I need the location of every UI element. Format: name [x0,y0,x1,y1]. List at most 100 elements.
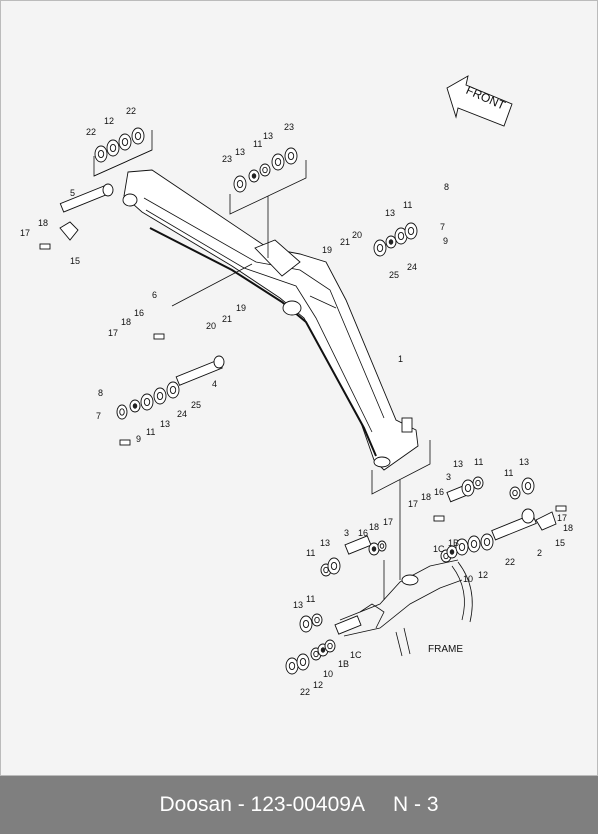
callout-label: 3 [344,528,349,538]
callout-label: 13 [519,457,529,467]
callout-label: 13 [385,208,395,218]
washer-hole [97,149,105,159]
callout-label: 17 [408,499,418,509]
callout-label: 22 [505,557,515,567]
callout-label: 18 [38,218,48,228]
footer-bar: Doosan - 123-00409A N - 3 [0,776,598,834]
callout-label: 22 [126,106,136,116]
callout-label: 13 [453,459,463,469]
washer-hole [475,479,481,487]
washer-hole [119,408,125,416]
callout-label: 1 [398,354,403,364]
washer-hole [121,137,129,147]
callout-label: 9 [443,236,448,246]
callout-label: 13 [263,131,273,141]
washer-hole [109,143,117,153]
washer-hole [262,166,268,174]
callout-label: 8 [98,388,103,398]
washer-hole [236,179,244,189]
callout-label: 24 [177,409,187,419]
washer-hole [464,483,472,493]
washer-hole [330,561,338,571]
callout-label: 24 [407,262,417,272]
washer-hole [320,647,326,653]
callout-label: 18 [121,317,131,327]
washer-hole [512,489,518,497]
washer-hole [299,657,307,667]
callout-label: 12 [104,116,114,126]
callout-label: 13 [235,147,245,157]
footer-text: Doosan - 123-00409A N - 3 [159,793,439,816]
callout-label: 12 [313,680,323,690]
washer-hole [388,239,394,245]
callout-label: 11 [403,200,412,210]
callout-numbers: 2212225181715231311132381311792120192524… [20,106,573,697]
washers-and-bolts [39,127,567,675]
washer-hole [323,566,329,574]
front-arrow-icon: FRONT [446,75,513,127]
callout-label: 20 [206,321,216,331]
callout-label: 23 [222,154,232,164]
callout-label: 19 [236,303,246,313]
callout-label: 17 [108,328,118,338]
pin-2 [491,508,557,541]
washer-hole [132,403,138,409]
washer-hole [458,542,466,552]
washer-hole [379,543,385,549]
callout-label: 15 [555,538,565,548]
callout-label: 4 [212,379,217,389]
callout-label: 11 [306,594,315,604]
bolt-icon [153,333,165,340]
frame-assembly: FRAME [339,559,473,657]
washer-hole [288,661,296,671]
callout-label: 25 [191,400,201,410]
callout-label: 9 [136,434,141,444]
washer-hole [134,131,142,141]
washer-hole [156,391,164,401]
callout-label: 15 [70,256,80,266]
washer-hole [483,537,491,547]
callout-label: 2 [537,548,542,558]
callout-label: 11 [146,427,155,437]
callout-label: 22 [300,687,310,697]
callout-label: 8 [444,182,449,192]
washer-hole [371,546,377,552]
callout-label: 16 [358,528,368,538]
washer-hole [524,481,532,491]
washer-hole [449,549,455,555]
bolt-icon [39,243,51,250]
washer-hole [314,616,320,624]
bolt-icon [433,515,445,522]
callout-label: 18 [421,492,431,502]
washer-hole [143,397,151,407]
callout-label: 13 [160,419,170,429]
callout-label: 19 [322,245,332,255]
callout-label: 20 [352,230,362,240]
washer-hole [397,231,405,241]
washer-hole [313,650,319,658]
washer-hole [470,539,478,549]
washer-hole [407,226,415,236]
callout-label: 13 [293,600,303,610]
washer-hole [251,173,257,179]
bolt-icon [119,439,131,446]
washer-hole [169,385,177,395]
washer-hole [327,642,333,650]
callout-label: 10 [463,574,473,584]
callout-label: 7 [440,222,445,232]
callout-label: 3 [446,472,451,482]
callout-label: 1C [350,650,362,660]
callout-label: 23 [284,122,294,132]
frame-label: FRAME [428,644,463,655]
callout-label: 25 [389,270,399,280]
callout-label: 1C [433,544,445,554]
callout-label: 11 [253,139,262,149]
washer-hole [302,619,310,629]
pin-5 [59,183,114,241]
callout-label: 1B [448,538,459,548]
exploded-view-drawing: FRONT [0,0,598,776]
callout-label: 17 [557,513,567,523]
callout-label: 12 [478,570,488,580]
pin-4 [175,355,225,386]
